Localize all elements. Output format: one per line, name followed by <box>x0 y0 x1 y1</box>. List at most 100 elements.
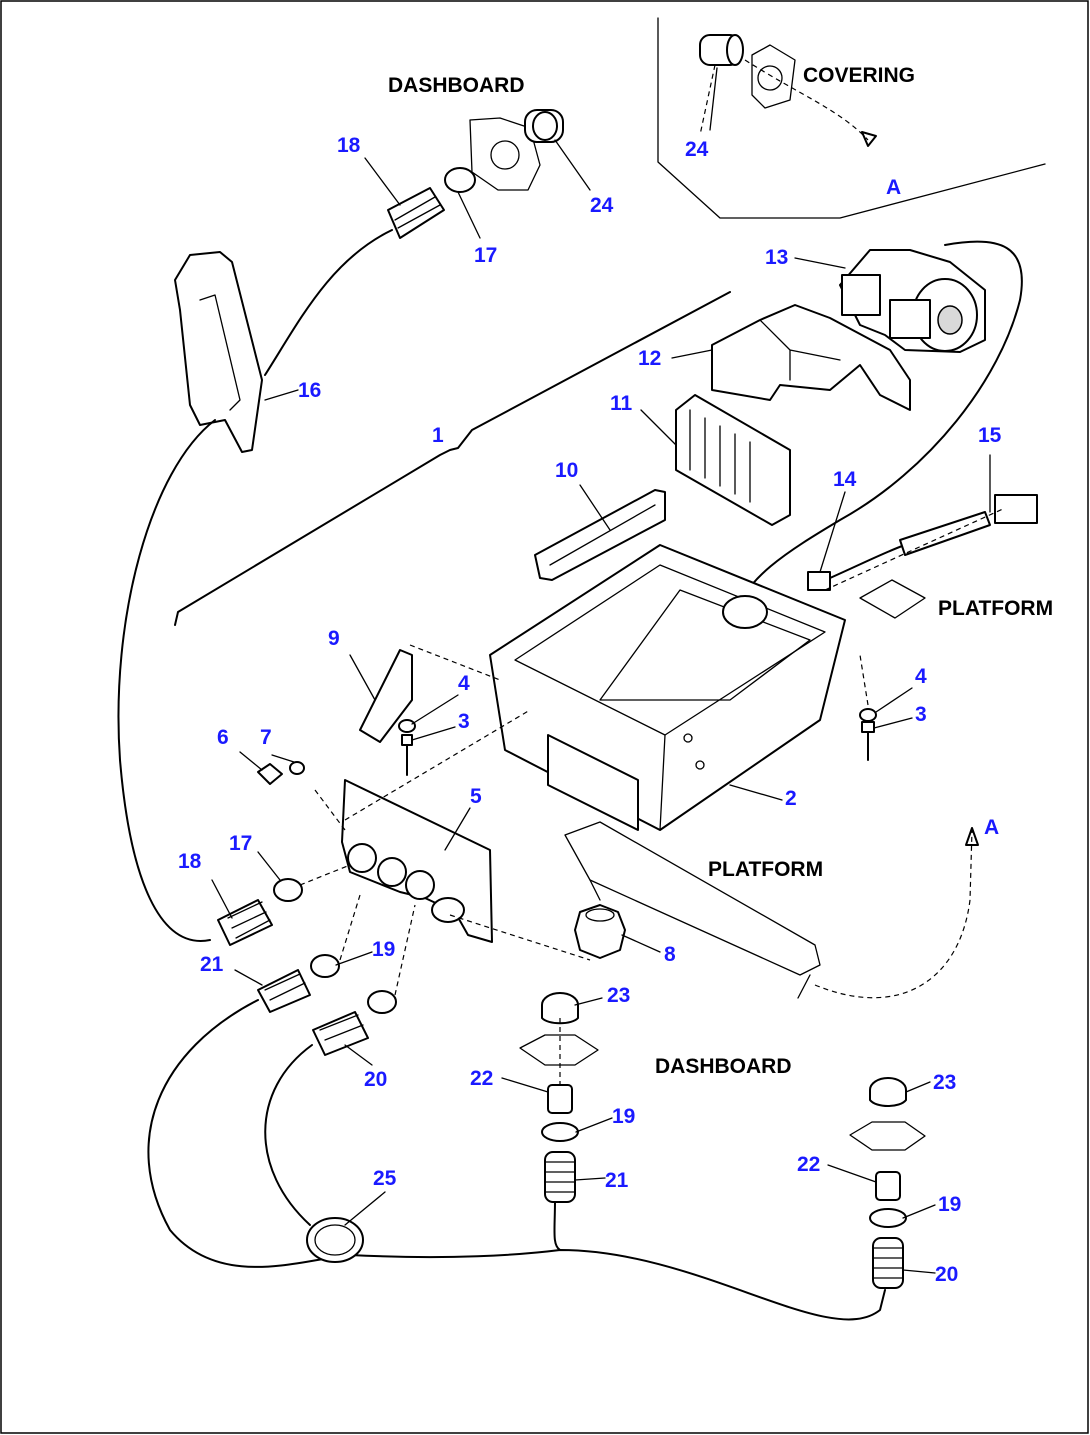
bracket-10-edge <box>549 504 656 566</box>
label-arrow-a-top: A <box>886 176 901 199</box>
callout-19-c: 19 <box>938 1193 961 1216</box>
hose-21-left <box>257 969 311 1013</box>
plate-5-port-a <box>347 843 377 873</box>
duct-16-inner <box>199 294 241 411</box>
box-2-window-side <box>547 734 639 831</box>
callout-25: 25 <box>373 1167 397 1190</box>
grommet-8-top <box>585 908 615 922</box>
callout-23-right: 23 <box>933 1071 956 1094</box>
callout-24-dash: 24 <box>590 194 614 217</box>
leader-hose-18 <box>299 864 351 886</box>
washer-4-left <box>398 719 416 733</box>
covering-panel <box>751 44 796 109</box>
heater-core-11-fins <box>689 409 751 503</box>
connector-15 <box>994 494 1038 524</box>
box-2-floor <box>599 589 811 701</box>
callout-3-right: 3 <box>915 703 927 726</box>
wire-14-15 <box>829 544 906 579</box>
bracket-12-body <box>711 304 911 411</box>
box-2-hole-2 <box>695 760 705 770</box>
callout-11: 11 <box>610 392 633 415</box>
outlet-stack-right <box>849 1077 926 1289</box>
bracket-12-edges <box>759 319 841 381</box>
blower-13-fan-hub <box>937 305 963 335</box>
clamp-25-inner <box>314 1224 356 1256</box>
callout-3-left: 3 <box>458 710 470 733</box>
callout-22-left: 22 <box>470 1067 493 1090</box>
dashboard-top-group <box>264 109 564 376</box>
callout-22-right: 22 <box>797 1153 820 1176</box>
hose-18-top-ribs <box>394 196 441 229</box>
heater-core-11-body <box>675 394 791 526</box>
bracket-9 <box>359 649 413 743</box>
plate-5-flange <box>431 897 465 923</box>
dashboard-panel-top <box>469 117 541 191</box>
callout-14: 14 <box>833 468 857 491</box>
hose-21-left-ribs <box>264 973 306 1001</box>
leader-15 <box>824 507 1006 591</box>
callout-20-left: 20 <box>364 1068 387 1091</box>
callout-6: 6 <box>217 726 229 749</box>
box-2-corner <box>659 734 666 831</box>
callout-8: 8 <box>664 943 676 966</box>
wire-loop-blower <box>734 240 1023 621</box>
clip-14 <box>807 571 831 591</box>
detail-inset-border <box>657 17 1046 219</box>
callout-24-covering: 24 <box>685 138 709 161</box>
callout-17-top: 17 <box>474 244 497 267</box>
dashboard-panel-hole <box>490 140 520 170</box>
screw-3-right-head <box>861 721 875 733</box>
nozzle-22-right <box>875 1171 901 1201</box>
grommet-24-top-face <box>726 34 744 66</box>
hose-route-21-drop <box>553 1199 561 1251</box>
callout-2: 2 <box>785 787 797 810</box>
hose-route-main <box>349 1249 886 1321</box>
callout-17-left: 17 <box>229 832 252 855</box>
callout-21-left: 21 <box>200 953 224 976</box>
dashboard-plate-right <box>849 1121 926 1151</box>
callout-leaders <box>211 67 991 1274</box>
callout-13: 13 <box>765 246 788 269</box>
hose-18-left-ribs <box>227 901 271 939</box>
callout-18-top: 18 <box>337 134 361 157</box>
washer-7 <box>289 761 305 775</box>
washer-4-right <box>859 708 877 722</box>
bracket-10 <box>534 489 666 581</box>
hose-20-bottom <box>872 1237 904 1289</box>
hose-20-left-ribs <box>319 1014 364 1041</box>
callout-23-left: 23 <box>607 984 630 1007</box>
platform-right-plate <box>859 579 926 619</box>
hose-18-top <box>387 187 445 239</box>
blower-13-outlet-left <box>841 274 881 316</box>
harness-15 <box>899 511 991 556</box>
heater-box-2 <box>489 544 846 831</box>
label-platform-right: PLATFORM <box>938 597 1053 620</box>
grommet-8 <box>574 904 626 959</box>
leader-screw-3-right <box>859 654 869 706</box>
hose-21-bottom-ribs <box>544 1161 576 1193</box>
hose-route-18 <box>264 229 393 376</box>
box-2-hole-1 <box>683 733 693 743</box>
grommet-24-dash-face <box>532 111 558 141</box>
label-dashboard-top: DASHBOARD <box>388 74 525 97</box>
callout-15: 15 <box>978 424 1002 447</box>
clamp-19-b <box>367 990 397 1014</box>
callout-19-b: 19 <box>612 1105 635 1128</box>
outlet-stack-left <box>519 992 599 1203</box>
box-2-port <box>722 595 768 629</box>
callout-10: 10 <box>555 459 578 482</box>
clamp-17-top <box>444 167 476 193</box>
clamp-19-a <box>310 954 340 978</box>
callout-4-left: 4 <box>458 672 470 695</box>
hose-21-bottom <box>544 1151 576 1203</box>
callout-4-right: 4 <box>915 665 927 688</box>
plate-5-port-b <box>377 857 407 887</box>
leader-clamp-19b <box>394 904 416 996</box>
callout-7: 7 <box>260 726 272 749</box>
duct-16 <box>174 251 263 453</box>
callout-12: 12 <box>638 347 661 370</box>
hose-route-20 <box>264 1044 313 1226</box>
outlet-plate-5 <box>314 709 591 961</box>
hose-route-21 <box>147 999 351 1268</box>
